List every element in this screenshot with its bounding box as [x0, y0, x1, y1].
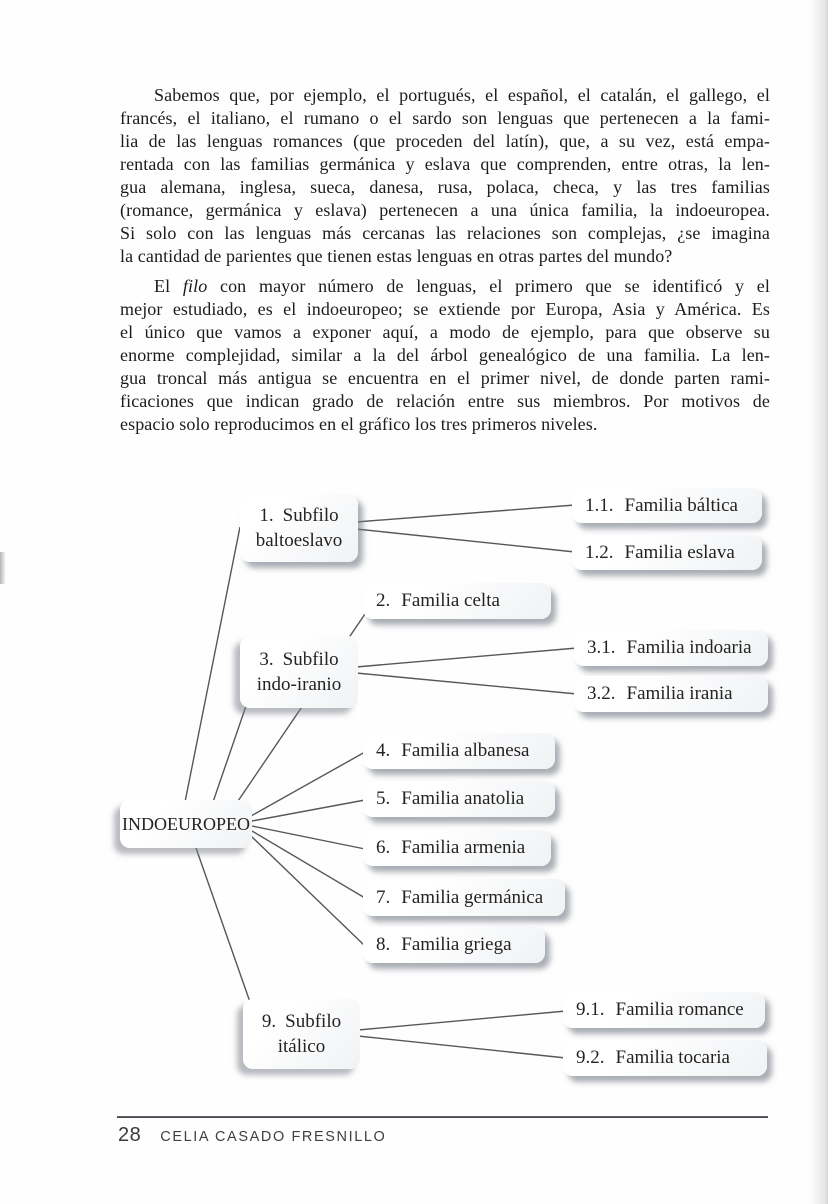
connector-s1-f12 — [355, 528, 576, 553]
node-subfilo-italico: 9.Subfilo itálico — [243, 999, 360, 1069]
connector-s3-f32 — [355, 672, 578, 695]
text-line: enorme complejidad, similar a la del árb… — [120, 345, 770, 365]
footer-author: CELIA CASADO FRESNILLO — [160, 1129, 387, 1145]
node-familia-irania: 3.2.Familia irania — [574, 676, 768, 712]
text-line: francés, el italiano, el rumano o el sar… — [120, 108, 770, 128]
text-line: gua troncal más antigua se encuentra en … — [120, 368, 770, 388]
connector-root-f5 — [251, 799, 366, 822]
node-indoeuropeo-root: INDOEUROPEO — [120, 800, 252, 848]
connector-s9-f91 — [357, 1010, 567, 1031]
paragraph-1: Sabemos que, por ejemplo, el portugués, … — [120, 84, 770, 268]
text-line: la cantidad de parientes que tienen esta… — [120, 246, 673, 266]
text-line: espacio solo reproducimos en el gráfico … — [120, 414, 598, 434]
connector-s1-f11 — [355, 504, 576, 523]
text-line: (romance, germánica y eslava) pertenecen… — [120, 200, 770, 220]
node-subfilo-baltoeslavo: 1.Subfilo baltoeslavo — [240, 494, 358, 562]
connector-s3-f31 — [355, 647, 578, 668]
page-number: 28 — [118, 1124, 142, 1146]
text-line: El filo con mayor número de lenguas, el … — [154, 276, 771, 296]
text-line: el único que vamos a exponer aquí, a mod… — [120, 322, 770, 342]
connector-s9-f92 — [357, 1035, 567, 1059]
paragraph-2: El filo con mayor número de lenguas, el … — [120, 275, 770, 436]
text-line: Sabemos que, por ejemplo, el portugués, … — [154, 85, 770, 105]
italic-term: filo — [182, 276, 208, 296]
node-familia-celta: 2.Familia celta — [363, 583, 551, 619]
text-line: rentada con las familias germánica y esl… — [120, 154, 770, 174]
page-edge-shadow — [810, 0, 828, 1204]
node-familia-anatolia: 5.Familia anatolia — [363, 781, 555, 817]
connector-root-s1 — [184, 526, 241, 803]
node-familia-germanica: 7.Familia germánica — [363, 879, 565, 916]
node-familia-romance: 9.1.Familia romance — [563, 992, 765, 1028]
text-line: Si solo con las lenguas más cercanas las… — [120, 223, 770, 243]
node-familia-indoaria: 3.1.Familia indoaria — [574, 630, 768, 666]
node-familia-albanesa: 4.Familia albanesa — [363, 733, 555, 769]
text-line: gua alemana, inglesa, sueca, danesa, rus… — [120, 177, 770, 197]
node-familia-griega: 8.Familia griega — [363, 927, 545, 963]
node-familia-armenia: 6.Familia armenia — [363, 830, 551, 866]
connector-root-f4 — [250, 751, 366, 817]
node-familia-eslava: 1.2.Familia eslava — [572, 535, 762, 570]
text-line: mejor estudiado, es el indoeuropeo; se e… — [120, 299, 770, 319]
scan-artifact — [0, 552, 6, 584]
node-subfilo-indo-iranio: 3.Subfilo indo-iranio — [240, 636, 358, 708]
connector-root-s3 — [212, 705, 247, 803]
node-familia-baltica: 1.1.Familia báltica — [572, 488, 762, 523]
footer-rule — [117, 1116, 768, 1118]
node-familia-tocaria: 9.2.Familia tocaria — [563, 1040, 767, 1076]
connector-root-s9 — [195, 847, 251, 1003]
text-line: lia de las lenguas romances (que procede… — [120, 131, 770, 151]
text-line: ficaciones que indican grado de relación… — [120, 391, 770, 411]
connector-root-f7 — [251, 830, 366, 899]
footer: 28 CELIA CASADO FRESNILLO — [118, 1124, 769, 1147]
connector-root-f6 — [251, 825, 366, 850]
body-text: Sabemos que, por ejemplo, el portugués, … — [120, 84, 770, 436]
connector-root-f8 — [250, 835, 366, 947]
